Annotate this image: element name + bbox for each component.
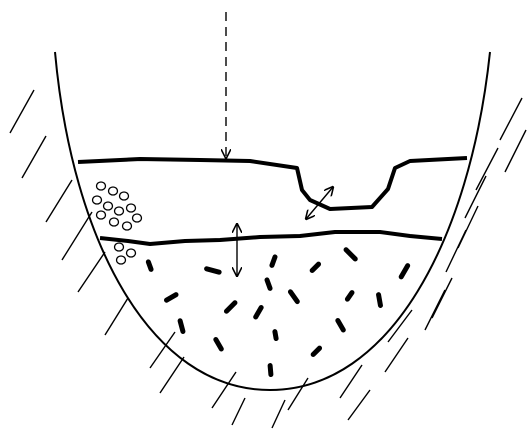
bed-interface-line	[100, 232, 442, 244]
ground-hatching	[10, 90, 526, 428]
round-grains	[93, 182, 142, 264]
diagonal-double-arrow	[306, 187, 333, 219]
surface-water-line	[78, 158, 467, 209]
channel-outline	[55, 52, 490, 390]
elongated-grains	[145, 246, 411, 377]
